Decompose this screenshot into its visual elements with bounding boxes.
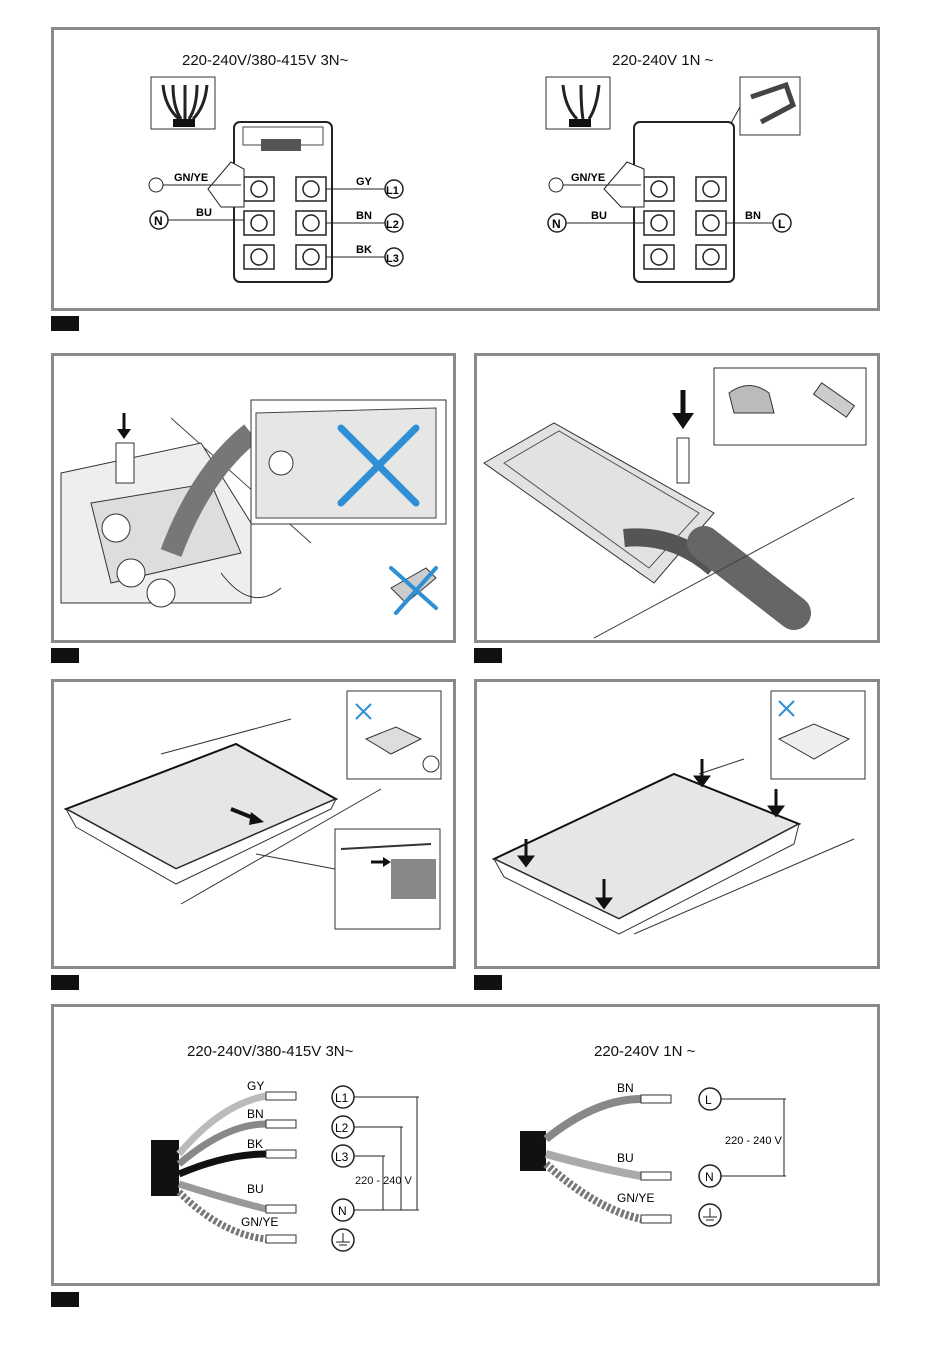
label-bu-1n: BU [591, 210, 607, 222]
terminal-n-1n: N [552, 217, 561, 231]
wire-label-bn-1n: BN [617, 1081, 634, 1095]
label-bu: BU [196, 207, 212, 219]
screw-terminal-illustration [51, 353, 456, 643]
wire-colors-diagram: GY BN BK BU GN/YE L1 L2 L3 N 220 - 240 V [51, 1004, 880, 1286]
label-bk: BK [356, 244, 372, 256]
terminal-l1: L1 [386, 185, 399, 197]
terminal-label-l1: L1 [335, 1091, 349, 1105]
label-bn-1n: BN [745, 210, 761, 222]
step-tag-4 [51, 975, 79, 990]
label-gy: GY [356, 176, 373, 188]
voltage-label-3n: 220 - 240 V [355, 1175, 413, 1187]
terminal-block-3phase-diagram: GN/YE N BU L1 GY L2 BN L3 BK [51, 27, 880, 311]
step-tag-1 [51, 316, 79, 331]
wire-label-gnye: GN/YE [241, 1215, 278, 1229]
voltage-label-1n: 220 - 240 V [725, 1135, 783, 1147]
insert-hob-illustration [51, 679, 456, 969]
label-bn: BN [356, 210, 372, 222]
panel-wire-colors: 220-240V/380-415V 3N~ 220-240V 1N ~ GY B… [51, 1004, 880, 1286]
terminal-label-l2: L2 [335, 1121, 349, 1135]
wire-label-bu-1n: BU [617, 1151, 634, 1165]
panel-connection-terminals: 220-240V/380-415V 3N~ 220-240V 1N ~ GN/Y… [51, 27, 880, 311]
terminal-l3: L3 [386, 253, 399, 265]
terminal-n: N [154, 214, 163, 228]
wire-label-gy: GY [247, 1079, 264, 1093]
step-tag-5 [474, 975, 502, 990]
label-gnye: GN/YE [174, 172, 208, 184]
terminal-l-1n: L [778, 217, 785, 231]
step-tag-6 [51, 1292, 79, 1307]
step-tag-3 [474, 648, 502, 663]
step-tag-2 [51, 648, 79, 663]
wire-label-bn: BN [247, 1107, 264, 1121]
wire-label-bu: BU [247, 1182, 264, 1196]
terminal-label-l3: L3 [335, 1150, 349, 1164]
terminal-label-n: N [338, 1204, 347, 1218]
panel-cable-clamp [474, 353, 880, 643]
terminal-l2: L2 [386, 219, 399, 231]
press-hob-illustration [474, 679, 880, 969]
terminal-label-n-1n: N [705, 1170, 714, 1184]
terminal-label-l-1n: L [705, 1093, 712, 1107]
panel-screw-terminal [51, 353, 456, 643]
cable-clamp-illustration [474, 353, 880, 643]
label-gnye-1n: GN/YE [571, 172, 605, 184]
wire-label-bk: BK [247, 1137, 263, 1151]
panel-insert-hob [51, 679, 456, 969]
wire-label-gnye-1n: GN/YE [617, 1191, 654, 1205]
panel-press-hob [474, 679, 880, 969]
